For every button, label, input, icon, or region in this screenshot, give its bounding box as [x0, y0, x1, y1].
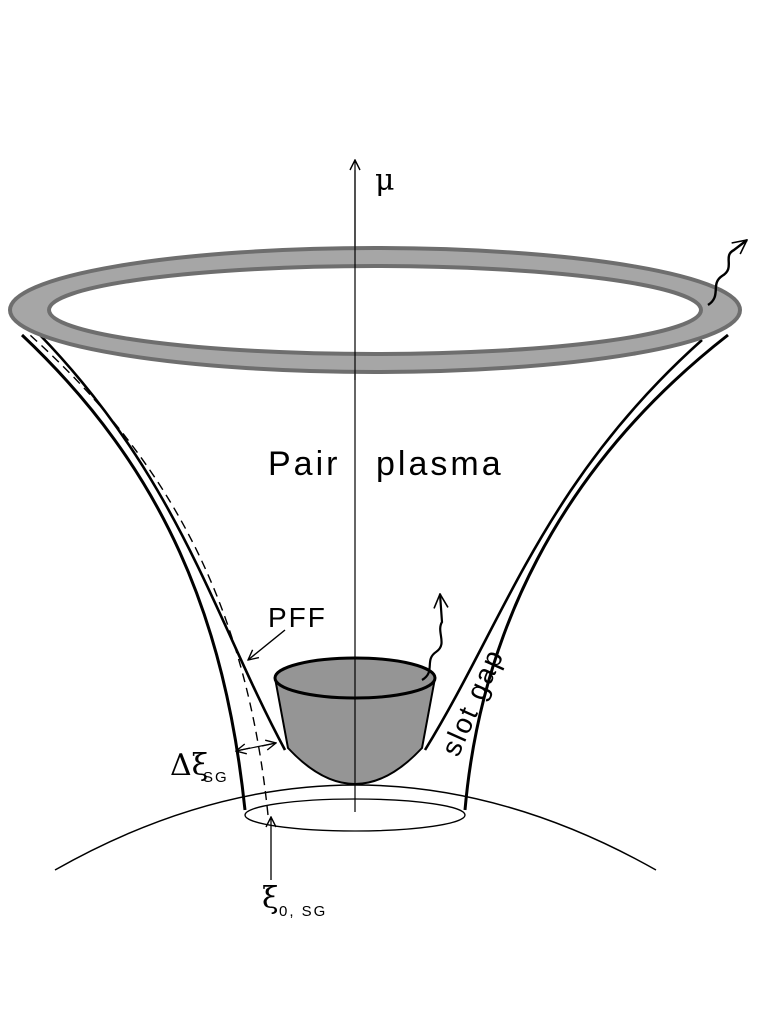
right-outer-field-line [463, 333, 729, 811]
xi-subscript: 0, SG [279, 903, 327, 920]
gap-width-arrow-shaft [235, 742, 277, 752]
left-inner-gap-boundary [39, 334, 287, 751]
pair-label: Pair [268, 445, 340, 483]
photon-arrow-top [707, 240, 747, 307]
axis-mu-label: μ [375, 163, 395, 198]
slot-gap-dashed-line [29, 334, 269, 816]
pff-label: PFF [268, 602, 327, 633]
right-inner-gap-boundary [423, 339, 703, 751]
outer-ring-hole [47, 264, 703, 356]
delta-xi-label: Δξ [170, 748, 208, 783]
photon-arrow-cup [421, 594, 442, 681]
slot-gap-label: slot gap [435, 644, 510, 761]
left-outer-field-line [20, 333, 247, 811]
xi-label: ξ [262, 881, 279, 916]
plasma-label: plasma [376, 445, 504, 483]
pff-pointer-arrow [248, 629, 286, 660]
delta-xi-subscript: SG [203, 769, 229, 786]
